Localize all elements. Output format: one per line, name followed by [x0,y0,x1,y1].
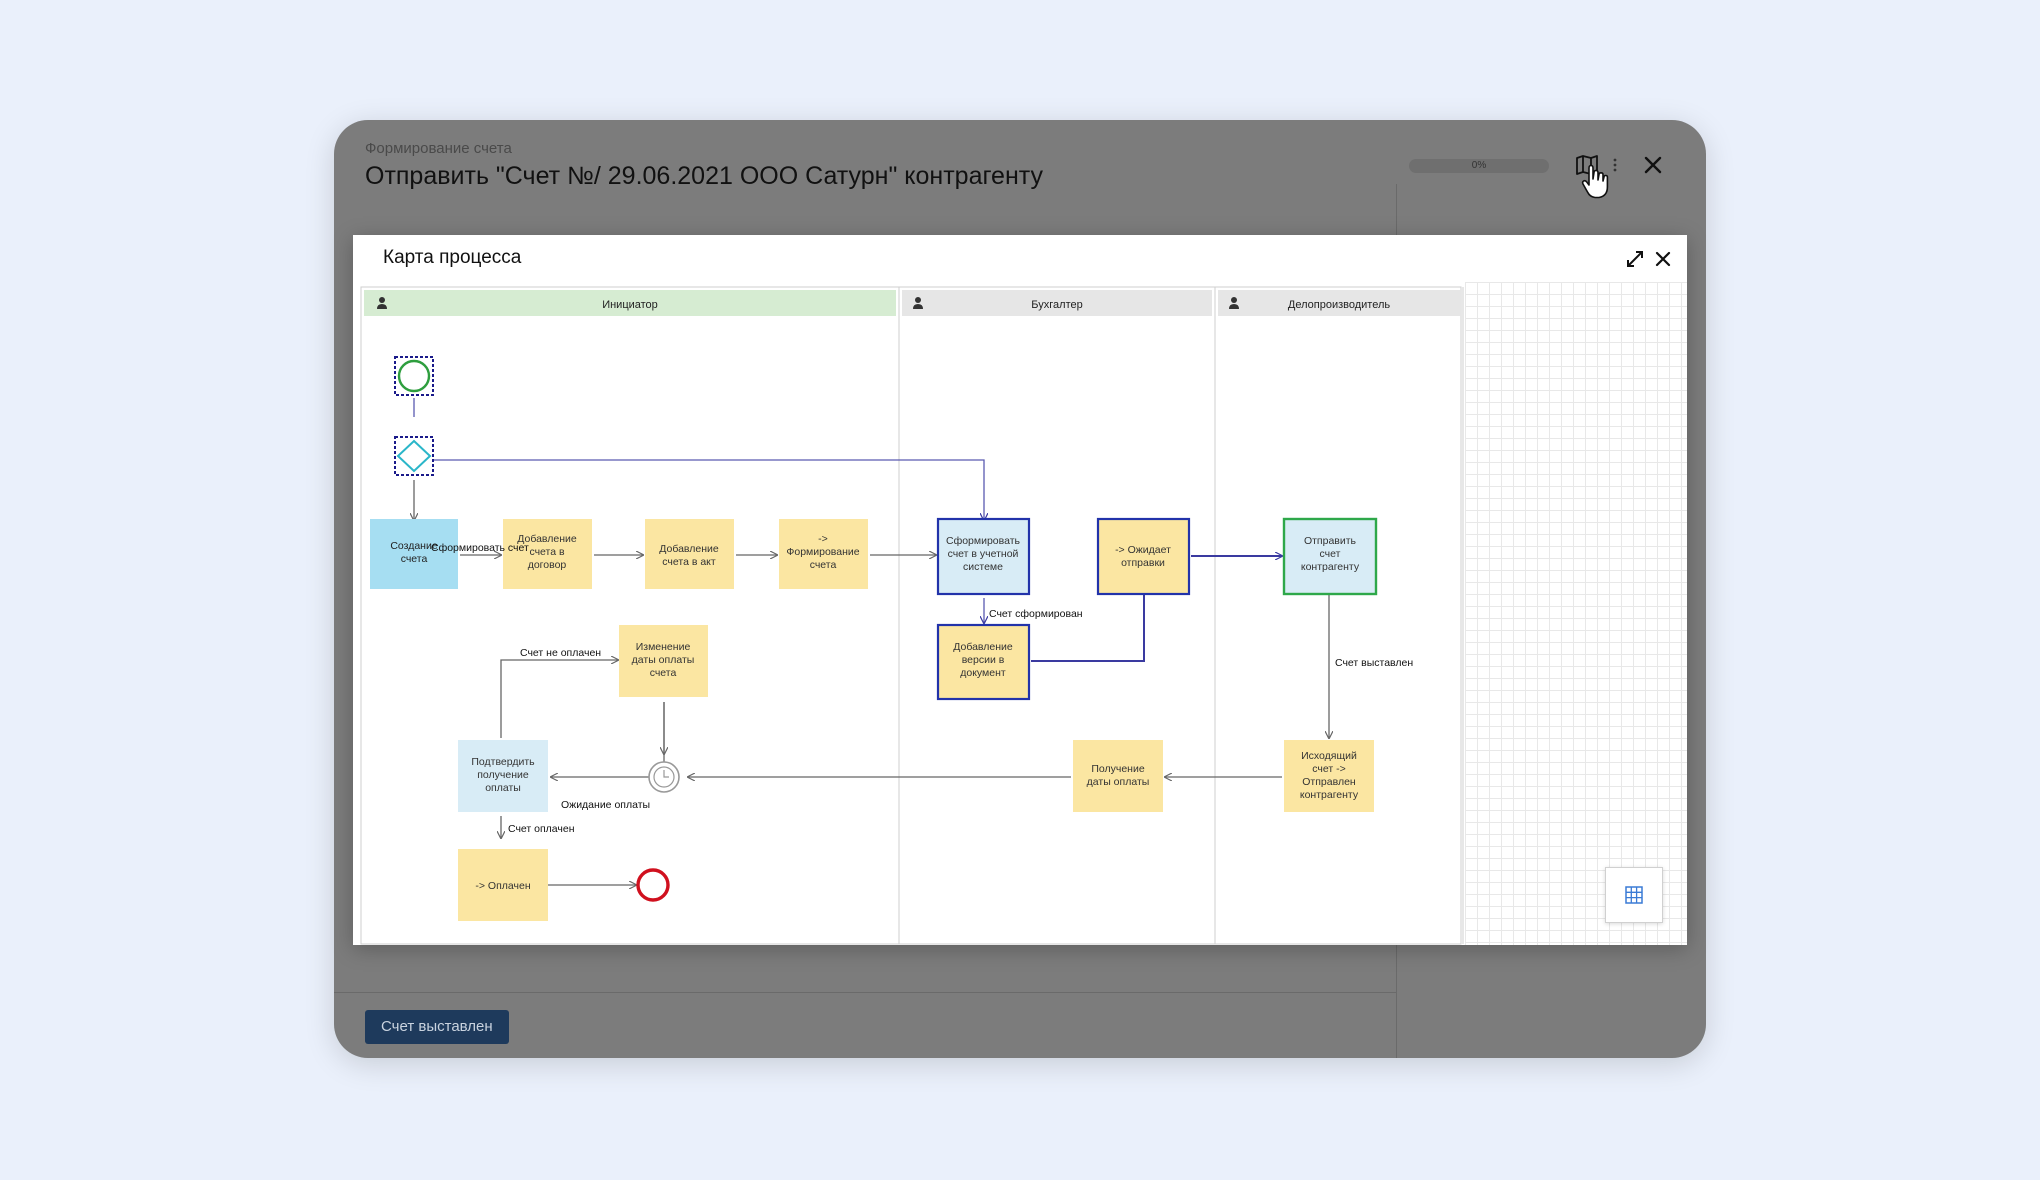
hand-cursor-icon [1580,164,1610,205]
svg-text:Счет оплачен: Счет оплачен [508,823,575,835]
user-icon [377,297,387,309]
svg-text:Сформировать счет: Сформировать счет [431,542,529,554]
process-map-dialog: Карта процесса [353,235,1687,945]
start-event[interactable] [394,356,434,396]
close-dialog-button[interactable] [1649,245,1677,273]
user-icon [913,297,923,309]
user-icon [1229,297,1239,309]
diagram-canvas[interactable]: Инициатор Бухгалтер Делопроизводитель [353,282,1687,945]
connectors [414,398,1329,885]
svg-text:Счет не оплачен: Счет не оплачен [520,647,601,659]
breadcrumb[interactable]: Формирование счета [365,140,512,157]
lane-label: Инициатор [602,299,658,311]
progress-label: 0% [1471,160,1487,171]
more-menu-button[interactable] [1607,150,1623,180]
lane-label: Делопроизводитель [1288,299,1390,311]
task-oplachen[interactable]: -> Оплачен [458,849,548,921]
close-icon [1644,156,1662,174]
more-vertical-icon [1613,158,1617,172]
svg-text:-> Оплачен: -> Оплачен [475,880,530,892]
svg-text:Счет сформирован: Счет сформирован [989,608,1083,620]
close-window-button[interactable] [1638,150,1668,180]
expand-icon [1627,251,1643,267]
flow-labels: Сформировать счет Счет сформирован Счет … [431,542,1413,835]
divider [334,992,1396,993]
end-event[interactable] [636,868,670,902]
lane-clerk[interactable]: Делопроизводитель [1218,290,1461,316]
lane-label: Бухгалтер [1031,299,1082,311]
expand-button[interactable] [1621,245,1649,273]
minimap-toggle-button[interactable] [1605,867,1663,923]
page-title: Отправить "Счет №/ 29.06.2021 ООО Сатурн… [365,162,1043,190]
lane-accountant[interactable]: Бухгалтер [902,290,1212,316]
schet-vystavlen-button[interactable]: Счет выставлен [365,1010,509,1044]
lane-initiator[interactable]: Инициатор [364,290,896,316]
bpmn-diagram: Инициатор Бухгалтер Делопроизводитель [360,286,1464,945]
svg-text:Счет выставлен: Счет выставлен [1335,657,1413,669]
progress-bar: 0% [1409,159,1549,173]
grid-icon [1625,886,1643,904]
close-icon [1655,251,1671,267]
dialog-title: Карта процесса [383,247,522,268]
pool [360,286,1462,945]
exclusive-gateway[interactable] [394,436,434,476]
timer-event[interactable] [648,761,680,793]
canvas-grid [1465,282,1687,945]
svg-text:Ожидание оплаты: Ожидание оплаты [561,799,650,811]
